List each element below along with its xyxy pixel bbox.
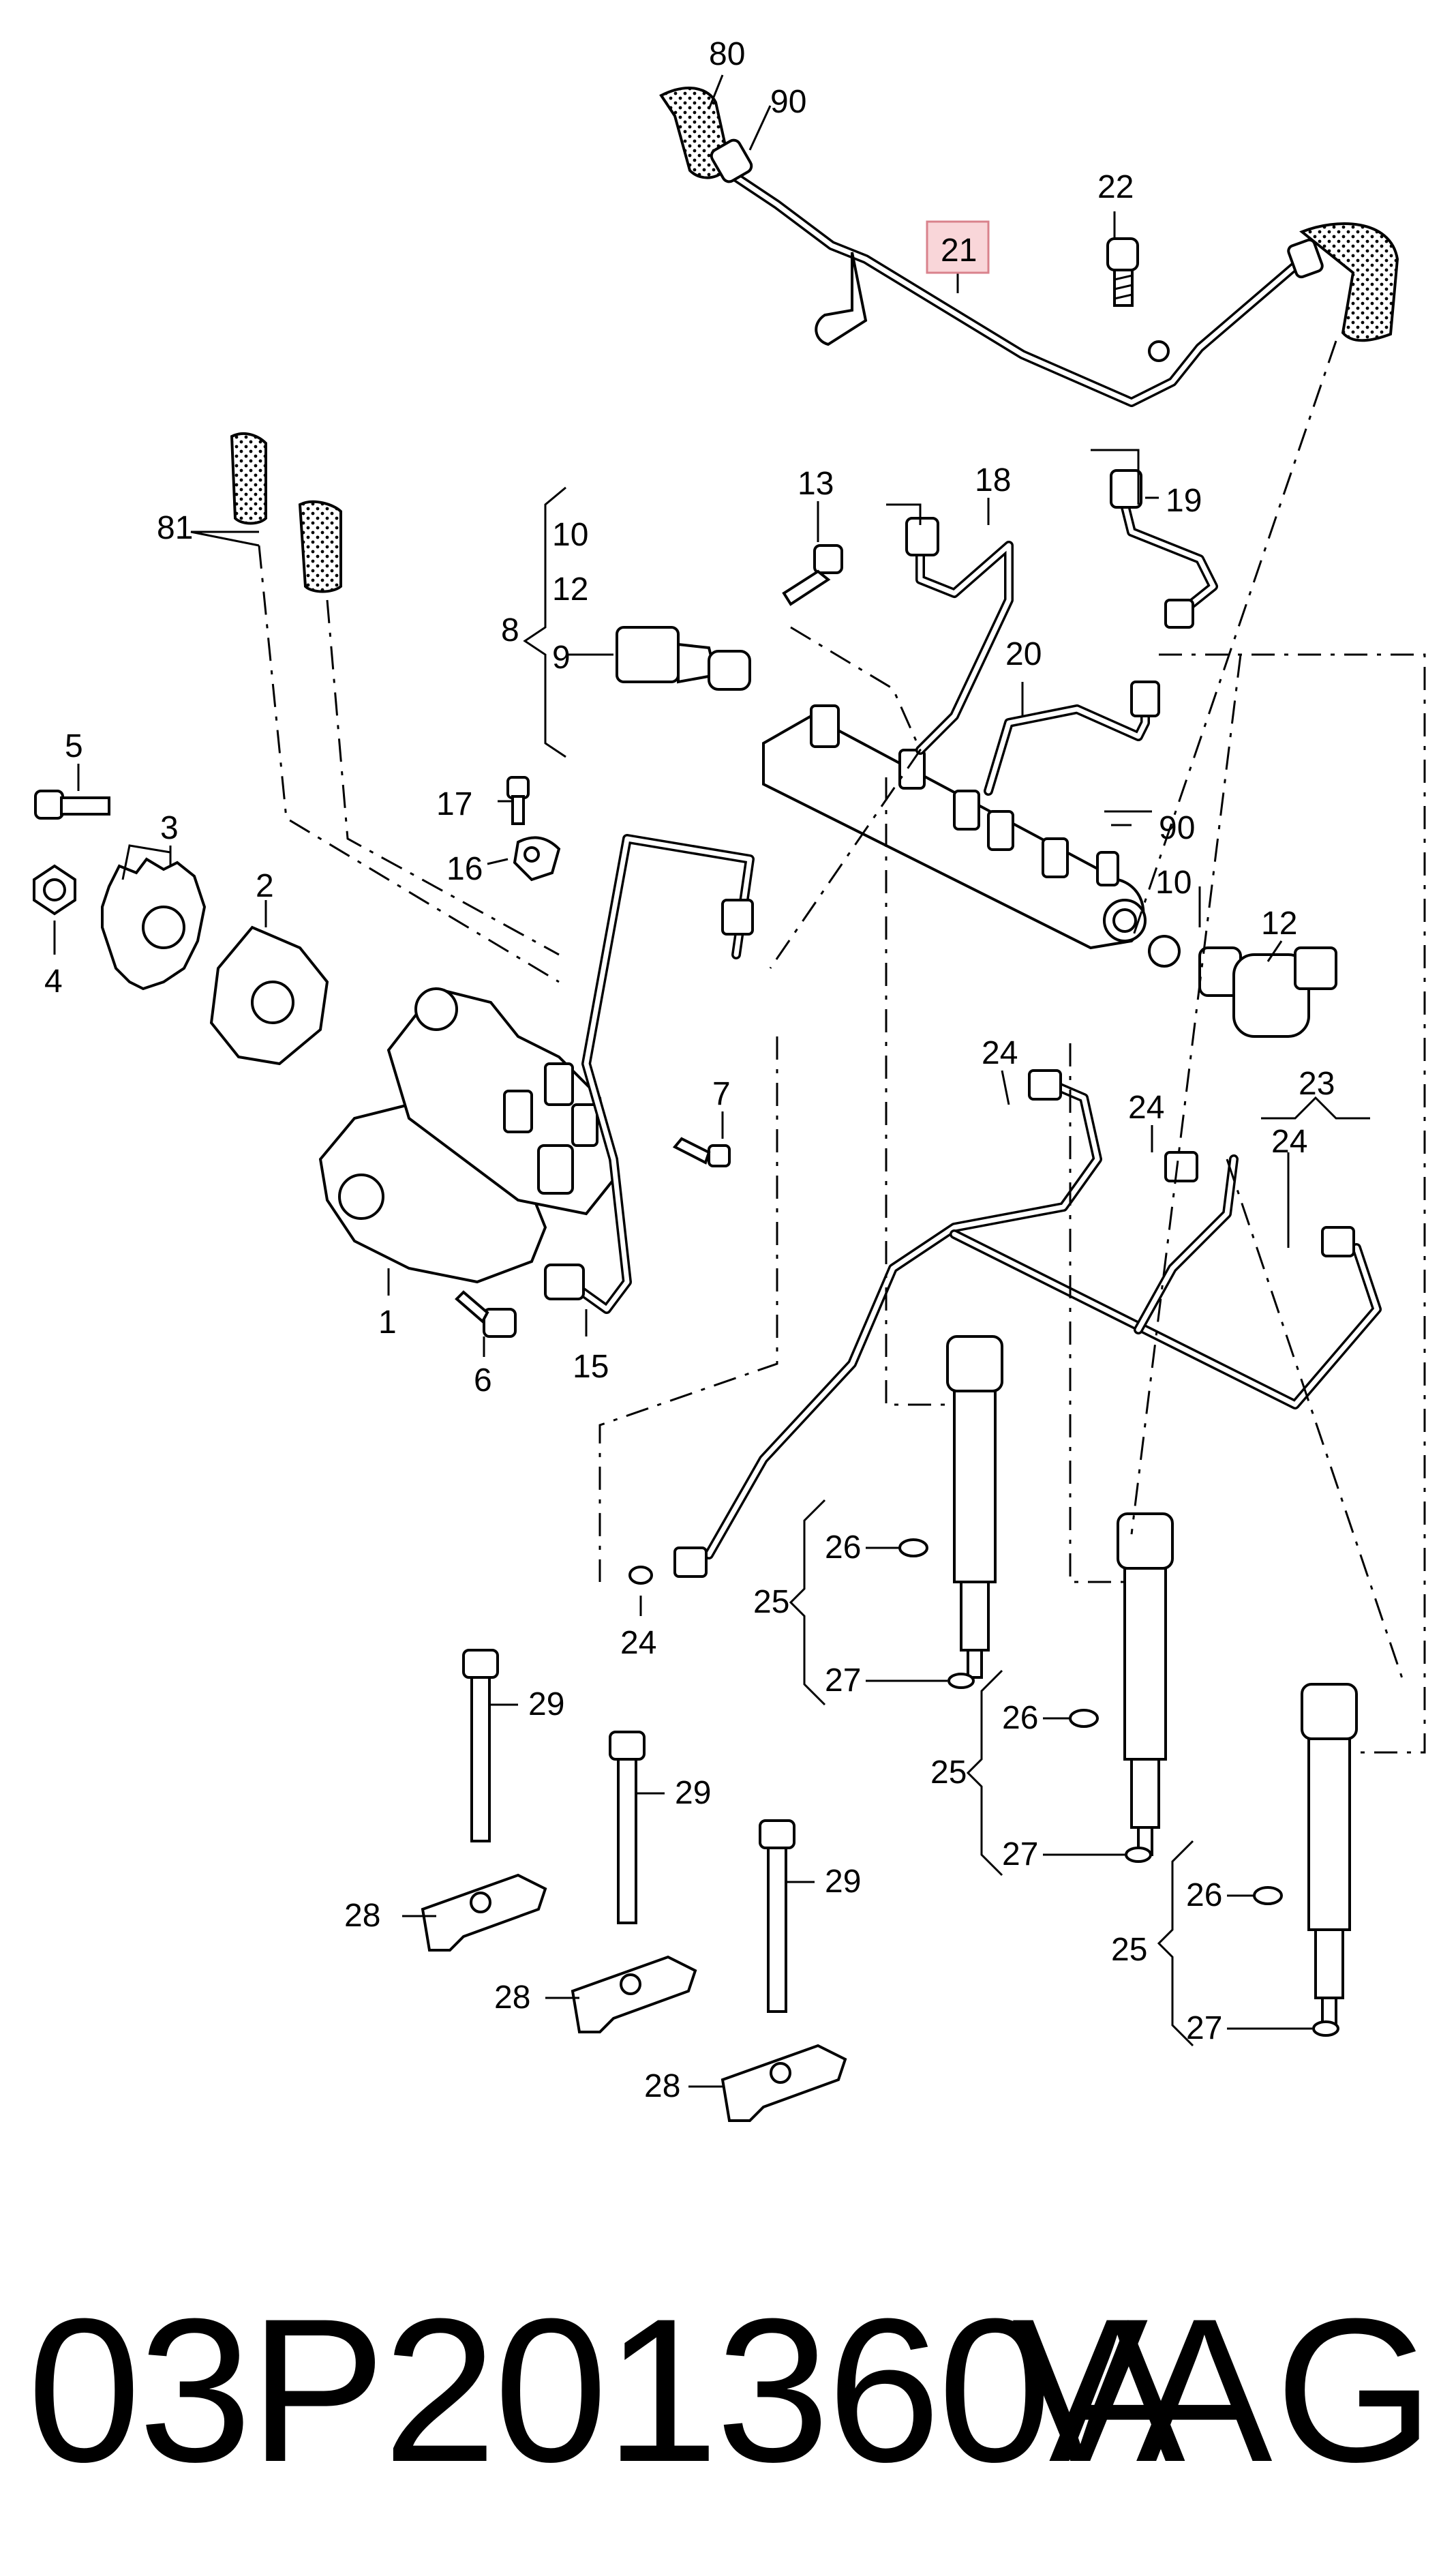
pipe-20 — [984, 681, 1160, 796]
label-8: 8 — [501, 612, 519, 648]
o-rings — [628, 1538, 1339, 2037]
hose-81-top-right — [1299, 222, 1399, 342]
label-2: 2 — [256, 868, 274, 904]
fuel-rail — [762, 714, 1145, 950]
label-21: 21 — [941, 233, 977, 269]
label-9: 9 — [552, 640, 571, 676]
label-81: 81 — [157, 510, 193, 546]
bolt-5 — [34, 790, 110, 820]
label-28-c: 28 — [644, 2068, 680, 2104]
label-29-b: 29 — [675, 1775, 711, 1811]
fuel-return-line-assembly — [659, 87, 1399, 407]
label-80: 80 — [709, 36, 745, 72]
leak-off-line-23 — [673, 1069, 1382, 1578]
label-13: 13 — [798, 466, 834, 502]
label-24-d: 24 — [620, 1625, 656, 1661]
label-18: 18 — [975, 462, 1011, 498]
bolt-7 — [672, 1137, 731, 1167]
clamp-bolts-29 — [462, 1649, 795, 2013]
bolt-13 — [782, 544, 843, 606]
label-28-b: 28 — [494, 1979, 530, 2016]
label-25-c: 25 — [1111, 1932, 1147, 1968]
label-29-c: 29 — [825, 1864, 861, 1900]
label-5: 5 — [65, 728, 83, 764]
label-25-a: 25 — [753, 1584, 789, 1620]
label-24-a: 24 — [982, 1035, 1018, 1071]
reference-lines — [258, 340, 1426, 1754]
common-rail-assembly — [762, 704, 1147, 950]
leader-lines — [53, 74, 1312, 2088]
label-16: 16 — [446, 851, 483, 887]
clamp-16 — [506, 776, 561, 882]
label-25-b: 25 — [930, 1754, 967, 1791]
label-90-mid: 90 — [1159, 810, 1195, 846]
part-number: 03P201360A — [27, 2275, 1185, 2505]
label-27-b: 27 — [1002, 1836, 1038, 1872]
injector-right — [1301, 1683, 1358, 2027]
pipe-15 — [544, 834, 755, 1314]
callout-labels: 80 90 22 21 13 18 19 10 12 8 9 20 81 90 … — [44, 36, 1335, 2104]
label-19: 19 — [1166, 483, 1202, 519]
label-7: 7 — [712, 1076, 731, 1112]
label-22: 22 — [1097, 169, 1134, 205]
label-90-top: 90 — [770, 84, 806, 120]
label-27-a: 27 — [825, 1662, 861, 1699]
label-24-c: 24 — [1271, 1124, 1307, 1160]
label-23: 23 — [1299, 1066, 1335, 1102]
sprocket-3 — [101, 857, 207, 991]
pipe-18 — [905, 517, 1014, 755]
high-pressure-pump-1 — [318, 987, 616, 1284]
label-1: 1 — [378, 1304, 397, 1341]
label-10-right: 10 — [1155, 865, 1192, 901]
label-27-c: 27 — [1186, 2010, 1222, 2046]
label-29-a: 29 — [528, 1686, 564, 1722]
part-footer: 03P201360A VAG — [0, 2277, 1456, 2502]
label-26-b: 26 — [1002, 1700, 1038, 1736]
bolt-22 — [1106, 237, 1139, 307]
clamping-claws-28 — [421, 1873, 847, 2122]
label-24-b: 24 — [1128, 1090, 1164, 1126]
label-4: 4 — [44, 963, 63, 1000]
label-26-a: 26 — [825, 1529, 861, 1566]
label-6: 6 — [474, 1362, 492, 1399]
highlight-box-21 — [926, 220, 990, 274]
label-20: 20 — [1005, 636, 1042, 672]
label-12-top: 12 — [552, 571, 588, 608]
hose-81-left — [230, 432, 342, 593]
injector-left — [946, 1335, 1003, 1679]
label-17: 17 — [436, 786, 472, 822]
label-26-c: 26 — [1186, 1877, 1222, 1913]
label-12-right: 12 — [1261, 906, 1297, 942]
pressure-sensor-9 — [616, 626, 751, 691]
pipe-19 — [1110, 469, 1218, 629]
nut-4 — [33, 864, 76, 916]
label-15: 15 — [573, 1349, 609, 1385]
label-10-top: 10 — [552, 517, 588, 553]
label-3: 3 — [160, 810, 179, 846]
hub-2 — [209, 925, 329, 1066]
brand-name: VAG — [1012, 2275, 1437, 2505]
injector-middle — [1117, 1512, 1174, 1856]
pressure-regulator-12 — [1148, 935, 1337, 1038]
bolt-6 — [455, 1290, 517, 1338]
brackets — [121, 449, 1370, 2047]
label-28-a: 28 — [344, 1898, 380, 1934]
